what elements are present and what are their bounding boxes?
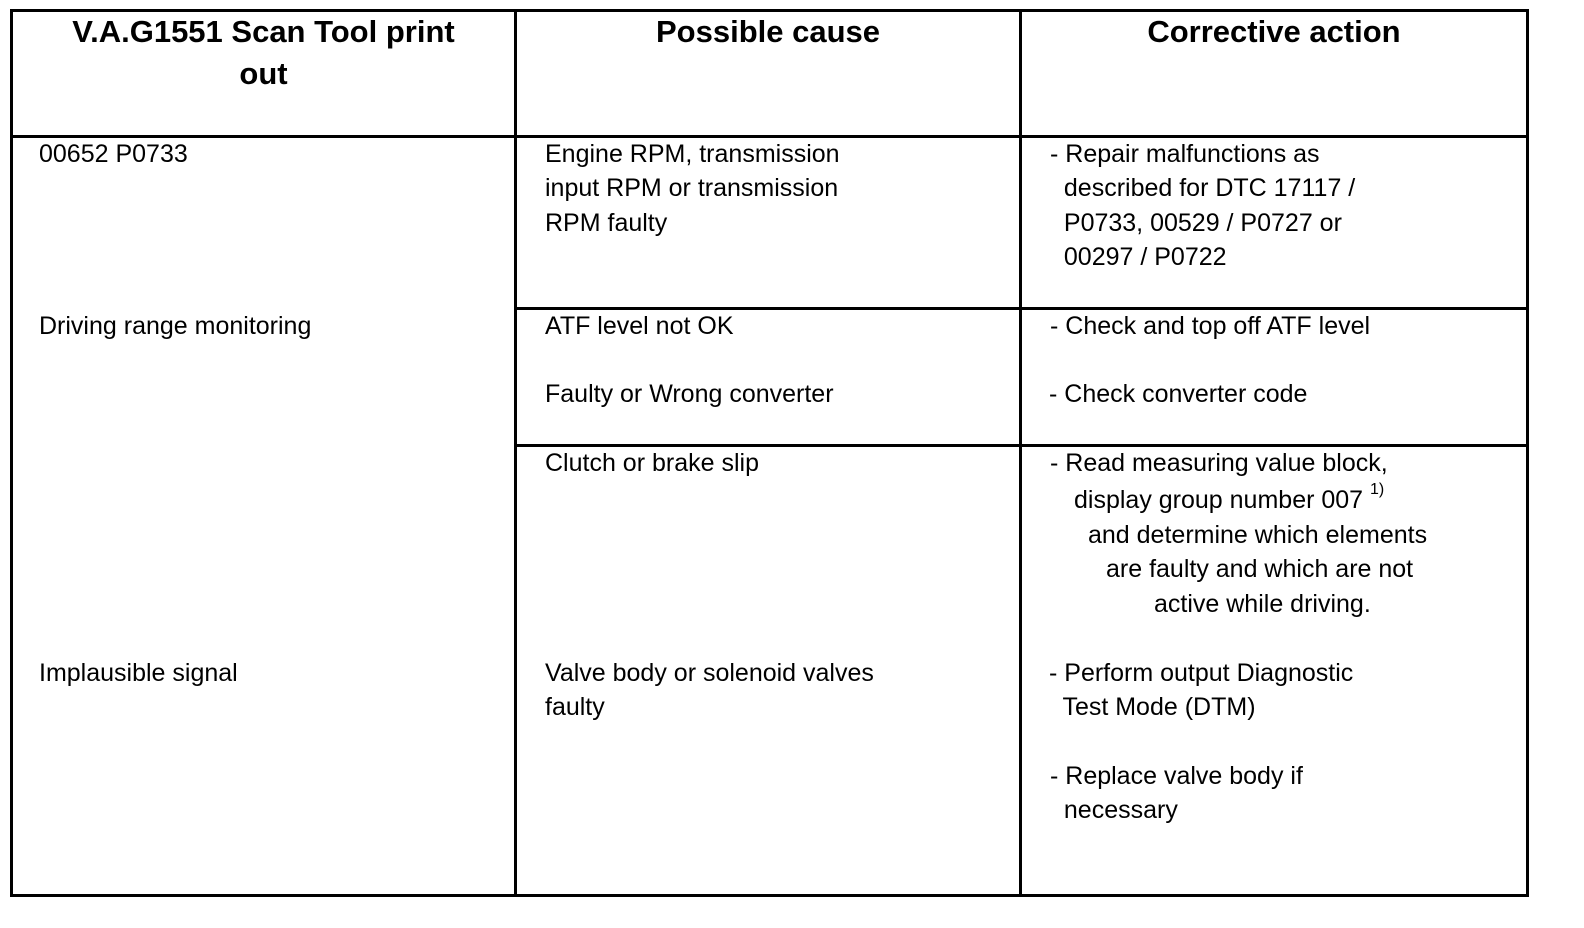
action-repair-line-2: described for DTC 17117 / — [1050, 174, 1356, 203]
footnote-marker: 1) — [1370, 481, 1385, 498]
cause-valve-body-line-2: faulty — [545, 693, 605, 722]
cause-rpm-line-1: Engine RPM, transmission — [545, 140, 840, 168]
action-check-converter: - Check converter code — [1049, 380, 1308, 408]
header-printout: V.A.G1551 Scan Tool print out — [72, 14, 455, 91]
action-check-atf: - Check and top off ATF level — [1050, 312, 1371, 340]
row-divider-1 — [514, 307, 1529, 310]
header-divider — [10, 135, 1529, 138]
printout-implausible-signal: Implausible signal — [39, 659, 238, 687]
action-read-block-line-2: display group number 007 1) — [1074, 481, 1385, 517]
cause-rpm-line-2: input RPM or transmission — [545, 174, 839, 203]
row-divider-2 — [514, 444, 1529, 447]
cause-valve-body-line-1: Valve body or solenoid valves — [545, 659, 874, 687]
cause-clutch-slip: Clutch or brake slip — [545, 449, 759, 477]
action-read-block-line-5: active while driving. — [1154, 589, 1371, 618]
header-corrective-action: Corrective action — [1147, 14, 1401, 49]
header-possible-cause: Possible cause — [655, 14, 880, 49]
action-repair-line-3: P0733, 00529 / P0727 or — [1050, 208, 1342, 237]
printout-driving-range: Driving range monitoring — [39, 312, 312, 340]
table-frame — [10, 9, 1529, 897]
action-repair-line-4: 00297 / P0722 — [1050, 243, 1227, 272]
action-read-block-line-1: - Read measuring value block, — [1050, 449, 1388, 477]
action-dtm-line-2: Test Mode (DTM) — [1049, 693, 1256, 722]
column-divider-2 — [1019, 9, 1022, 897]
cause-rpm-line-3: RPM faulty — [545, 208, 668, 237]
action-read-block-line-3: and determine which elements — [1088, 521, 1428, 549]
printout-code: 00652 P0733 — [39, 140, 188, 168]
cause-atf-level: ATF level not OK — [545, 312, 734, 340]
action-replace-valve-line-2: necessary — [1050, 796, 1178, 825]
column-divider-1 — [514, 9, 517, 897]
action-read-block-line-2-text: display group number 007 — [1074, 486, 1364, 514]
action-read-block-line-4: are faulty and which are not — [1106, 555, 1414, 584]
action-repair-line-1: - Repair malfunctions as — [1050, 140, 1320, 168]
cause-converter: Faulty or Wrong converter — [545, 380, 834, 408]
action-replace-valve-line-1: - Replace valve body if — [1050, 762, 1303, 790]
action-dtm-line-1: - Perform output Diagnostic — [1049, 659, 1354, 687]
